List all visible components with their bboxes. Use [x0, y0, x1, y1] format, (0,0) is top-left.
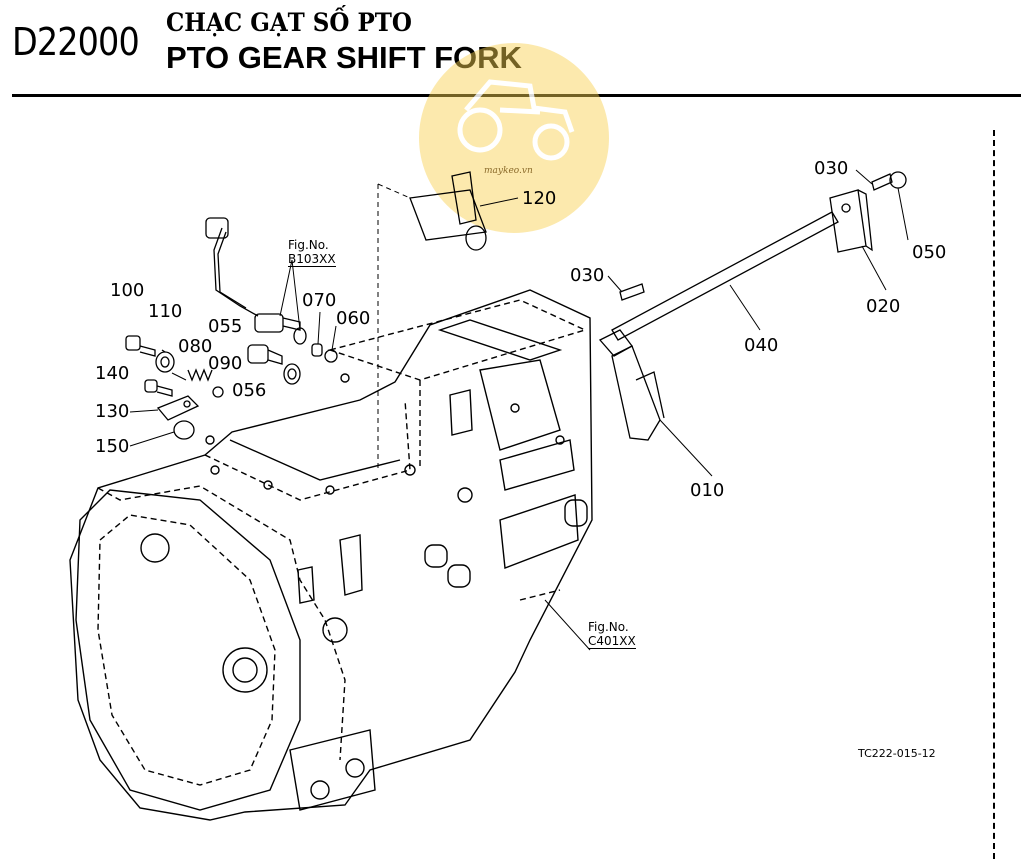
- tractor-icon: [457, 79, 575, 161]
- title-english: PTO GEAR SHIFT FORK: [166, 40, 522, 75]
- exploded-small-parts: [125, 169, 909, 651]
- figure-ref-label: Fig.No.: [288, 238, 329, 252]
- figure-ref-label: Fig.No.: [588, 620, 629, 634]
- callout-090: 090: [208, 353, 243, 374]
- callout-060: 060: [336, 308, 371, 329]
- callout-030-mid: 030: [570, 265, 605, 286]
- callout-030-top: 030: [814, 158, 849, 179]
- page-border-dashed: [993, 130, 995, 859]
- drawing-code: TC222-015-12: [858, 747, 936, 760]
- callout-050: 050: [912, 242, 947, 263]
- header-rule: [12, 94, 1021, 97]
- figure-ref-value: B103XX: [288, 252, 336, 267]
- callout-140: 140: [95, 363, 130, 384]
- callout-055: 055: [208, 316, 243, 337]
- watermark-text: maykeo.vn: [484, 166, 533, 176]
- callout-120: 120: [522, 188, 557, 209]
- callout-020: 020: [866, 296, 901, 317]
- title-vietnamese: CHẠC GẠT SỐ PTO: [166, 8, 412, 37]
- transmission-case: [69, 289, 593, 821]
- callout-150: 150: [95, 436, 130, 457]
- callout-010: 010: [690, 480, 725, 501]
- watermark-logo: [419, 43, 609, 233]
- figure-ref-c401: Fig.No. C401XX: [588, 620, 636, 649]
- callout-130: 130: [95, 401, 130, 422]
- figure-ref-b103: Fig.No. B103XX: [288, 238, 336, 267]
- callout-056: 056: [232, 380, 267, 401]
- diagram-code: D22000: [12, 20, 140, 64]
- callout-100: 100: [110, 280, 145, 301]
- callout-080: 080: [178, 336, 213, 357]
- figure-ref-value: C401XX: [588, 634, 636, 649]
- callout-070: 070: [302, 290, 337, 311]
- callout-110: 110: [148, 301, 183, 322]
- callout-040: 040: [744, 335, 779, 356]
